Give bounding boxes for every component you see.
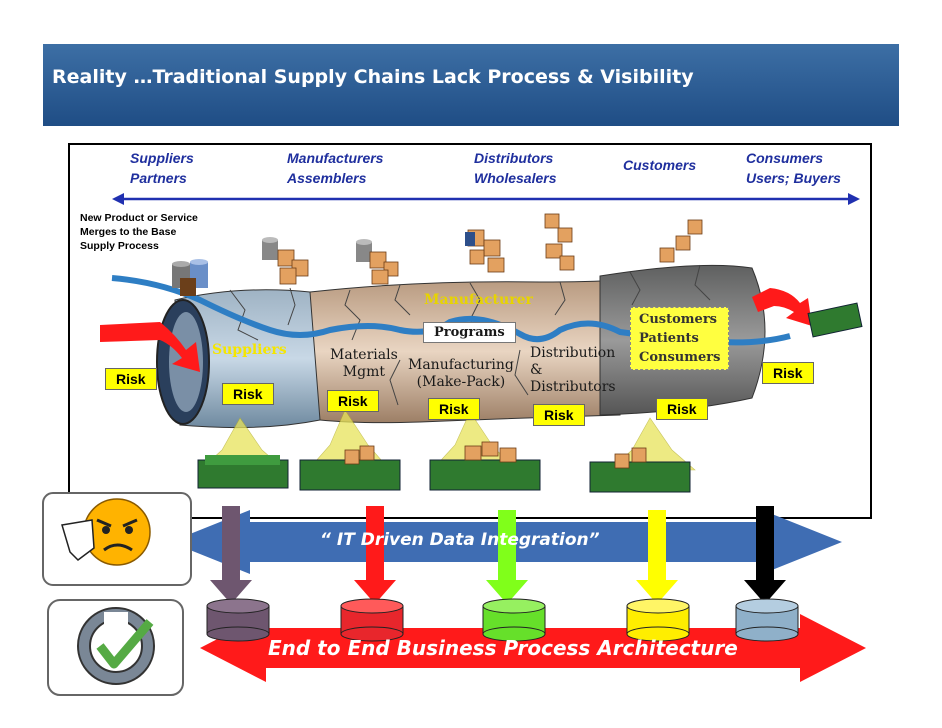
risk-badge: Risk <box>105 368 157 390</box>
stage-arrow-right-head <box>848 193 860 205</box>
red-curved-arrow-icon <box>100 322 200 372</box>
stage-label-consumers: Consumers Users; Buyers <box>746 150 841 186</box>
stage-arrow-left-head <box>112 193 124 205</box>
risk-badge: Risk <box>656 398 708 420</box>
connector-2 <box>354 506 396 604</box>
risk-badge: Risk <box>327 390 379 412</box>
risk-badge: Risk <box>222 383 274 405</box>
title-bar <box>43 44 899 126</box>
stage-label-manufacturers: Manufacturers Assemblers <box>287 150 384 186</box>
distribution-label: Distribution & Distributors <box>530 345 616 395</box>
diagram-frame <box>68 143 872 519</box>
connector-3 <box>486 510 528 604</box>
risk-badge: Risk <box>762 362 814 384</box>
data-connectors <box>210 506 786 604</box>
database-drum-icon <box>172 237 372 296</box>
programs-box: Programs <box>423 322 516 343</box>
connector-4 <box>636 510 678 604</box>
architecture-label: End to End Business Process Architecture <box>268 636 738 660</box>
checkmark-badge-icon <box>47 599 184 696</box>
pipe-section-manufacturer <box>309 279 621 424</box>
connector-5 <box>744 506 786 604</box>
new-product-note: New Product or Service Merges to the Bas… <box>80 212 198 252</box>
box-stack-icon <box>344 441 647 469</box>
pipe-cracks <box>229 264 711 406</box>
money-stack-icon <box>197 302 863 493</box>
customers-box: Customers Patients Consumers <box>630 307 730 370</box>
suppliers-pipe-label: Suppliers <box>212 342 287 358</box>
page-title: Reality …Traditional Supply Chains Lack … <box>52 66 694 88</box>
stage-label-suppliers: Suppliers Partners <box>130 150 194 186</box>
risk-badge: Risk <box>428 398 480 420</box>
integration-label: “ IT Driven Data Integration” <box>320 530 600 550</box>
manufacturer-label: Manufacturer <box>424 292 533 308</box>
connector-1 <box>210 506 252 604</box>
manufacturing-label: Manufacturing (Make-Pack) <box>408 357 514 390</box>
box-stack-icon <box>277 213 703 285</box>
angry-face-thumbs-down-icon <box>42 492 192 586</box>
stage-label-customers: Customers <box>623 157 697 173</box>
red-curved-arrow-icon <box>752 288 812 326</box>
database-drum-icon <box>465 232 475 246</box>
stage-label-distributors: Distributors Wholesalers <box>474 150 557 186</box>
database-drum-icon <box>206 598 799 642</box>
risk-badge: Risk <box>533 404 585 426</box>
materials-mgmt-label: Materials Mgmt <box>330 347 398 380</box>
